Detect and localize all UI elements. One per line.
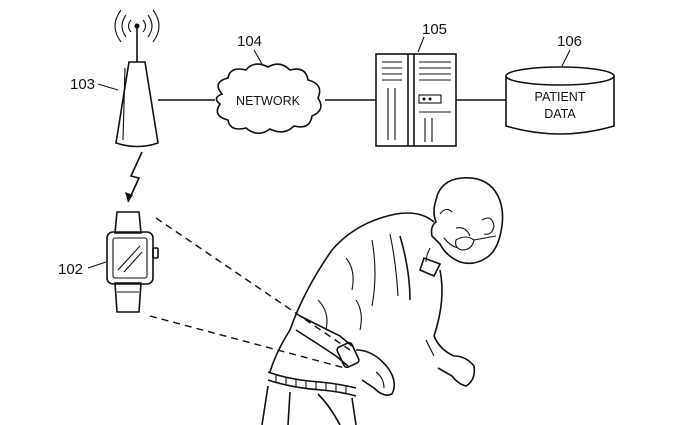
leader-104	[253, 49, 263, 65]
leader-106	[561, 49, 571, 67]
database-cylinder-icon	[505, 66, 615, 135]
ref-label-network: 104	[237, 33, 262, 50]
ref-label-database: 106	[557, 33, 582, 50]
zoom-line-bottom	[149, 315, 346, 369]
smartwatch-icon	[106, 211, 159, 313]
network-label: NETWORK	[236, 94, 301, 108]
server-icon	[375, 53, 457, 147]
elderly-person-icon	[261, 177, 504, 425]
ref-label-watch: 102	[58, 261, 83, 278]
zoom-line-top	[155, 217, 351, 351]
leader-102	[87, 261, 107, 269]
wireless-link-icon	[127, 151, 143, 203]
database-label-line1: PATIENT	[535, 90, 586, 104]
leader-105	[417, 36, 425, 53]
antenna-tower-icon	[114, 9, 160, 148]
ref-label-tower: 103	[70, 76, 95, 93]
cloud-icon	[215, 63, 322, 135]
database-label-line2: DATA	[544, 107, 576, 121]
ref-label-server: 105	[422, 21, 447, 38]
leader-103	[97, 83, 119, 91]
